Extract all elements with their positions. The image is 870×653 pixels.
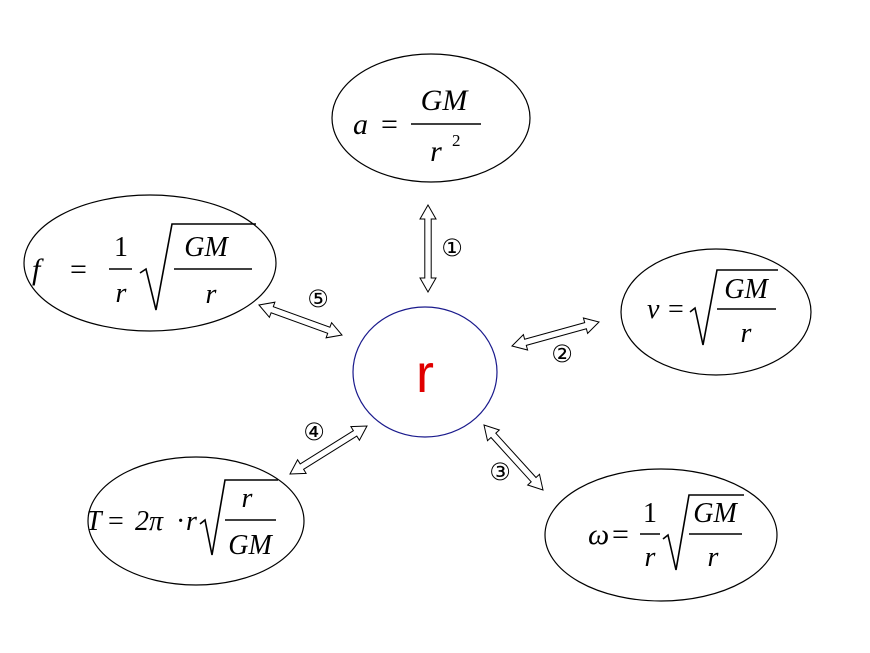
frequency-coef-den: r [116,278,127,309]
arrow-2 [511,317,600,351]
arrow-5 [258,301,343,339]
center-node: r [352,306,498,438]
angular-velocity-radical [662,494,744,571]
arrow-label-1: ① [441,234,463,262]
period-r: r [186,506,197,537]
acceleration-equals: = [381,108,398,141]
velocity-denominator: r [741,318,752,349]
arrow-label-5: ⑤ [307,285,329,313]
velocity-lhs: v [647,294,660,325]
angular-velocity-lhs: ω [588,518,609,551]
center-label: r [416,344,434,404]
arrow-label-3: ③ [489,458,511,486]
arrow-1 [419,203,437,294]
period-numerator: r [242,483,253,514]
period-node: T = 2π · r r GM [86,456,305,586]
arrow-4 [289,425,368,475]
center-circle [352,306,498,438]
angular-velocity-numerator: GM [693,498,738,529]
arrow-label-4: ④ [303,418,325,446]
period-coefficient: 2π [135,506,164,537]
frequency-radical [139,223,256,311]
acceleration-lhs: a [353,108,368,141]
angular-velocity-coef-den: r [645,542,656,573]
acceleration-node: a = GM r 2 [331,53,531,183]
angular-velocity-denominator: r [708,542,719,573]
period-dot: · [176,506,185,537]
period-ellipse [87,456,305,586]
frequency-denominator: r [206,279,217,310]
period-equals: = [108,506,124,537]
angular-velocity-ellipse [544,468,778,602]
arrow-3 [483,424,544,491]
period-denominator: GM [228,530,273,561]
frequency-node: f = 1 r GM r [23,194,277,332]
angular-velocity-coef-num: 1 [643,498,657,529]
period-lhs: T [86,506,104,537]
angular-velocity-equals: = [612,518,629,551]
frequency-ellipse [23,194,277,332]
acceleration-ellipse [331,53,531,183]
velocity-equals: = [668,294,684,325]
arrow-layer [258,203,600,491]
arrow-label-2: ② [551,340,573,368]
acceleration-denominator: r [430,135,442,168]
angular-velocity-node: ω = 1 r GM r [544,468,778,602]
velocity-numerator: GM [724,274,769,305]
velocity-node: v = GM r [620,248,812,376]
frequency-equals: = [70,253,87,286]
frequency-coef-num: 1 [114,232,128,263]
period-radical [199,479,278,556]
frequency-lhs: f [32,253,44,286]
velocity-radical [689,269,778,346]
acceleration-numerator: GM [421,84,470,117]
acceleration-exponent: 2 [452,131,461,150]
frequency-numerator: GM [184,232,229,263]
velocity-ellipse [620,248,812,376]
